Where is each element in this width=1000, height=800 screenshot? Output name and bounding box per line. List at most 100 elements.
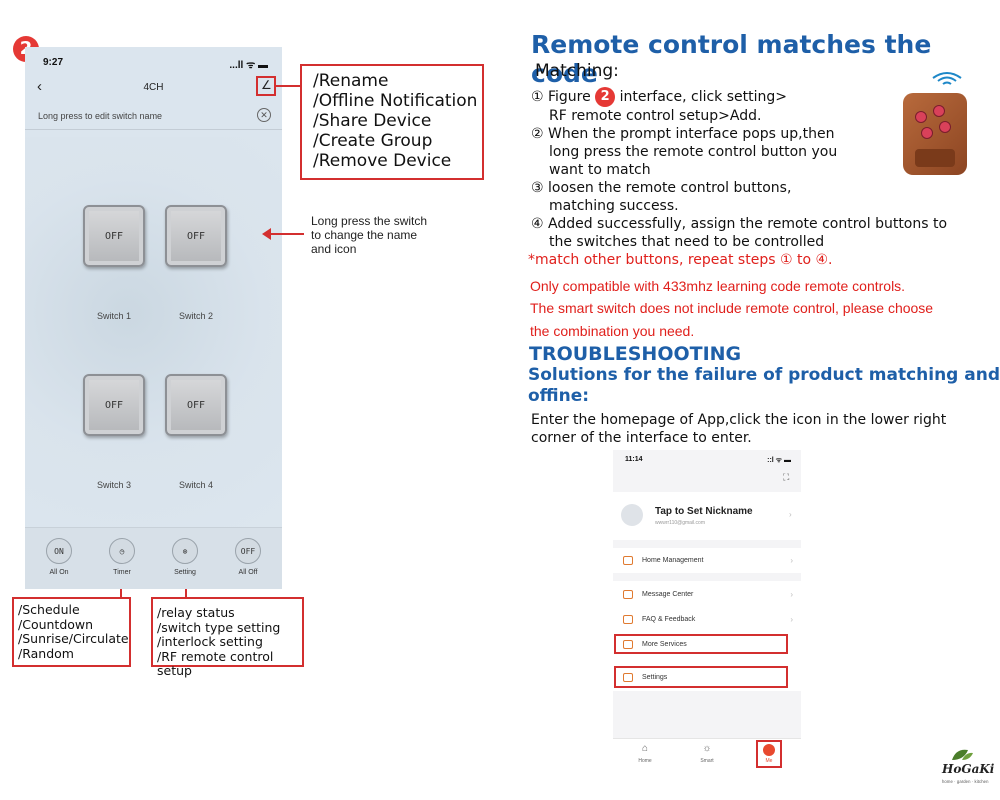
remote-button	[939, 121, 951, 133]
steps-block: ① Figure 2 interface, click setting> RF …	[531, 87, 861, 215]
remote-button	[921, 127, 933, 139]
step1-prefix: ① Figure	[531, 89, 591, 105]
switch-4-button[interactable]: OFF	[165, 374, 227, 436]
divider	[25, 129, 282, 130]
menu-message-center[interactable]: Message Center›	[613, 582, 801, 607]
message-icon	[623, 590, 633, 599]
long-press-note: Long press the switch to change the name…	[311, 214, 427, 256]
note-line-3: and icon	[311, 242, 357, 256]
home-icon	[623, 556, 633, 565]
smart-icon[interactable]: ☼	[702, 743, 712, 754]
switch-1-label: Switch 1	[96, 311, 131, 321]
step4-line2: the switches that need to be controlled	[549, 234, 825, 250]
remote-button	[933, 105, 945, 117]
setting-label: Setting	[174, 569, 196, 576]
switch-3-label: Switch 3	[96, 480, 131, 490]
item-label: Settings	[642, 674, 668, 681]
home-icon[interactable]: ⌂	[641, 743, 649, 754]
settings-icon	[623, 673, 633, 682]
menu-sunrise: /Sunrise/Circulate	[18, 631, 129, 646]
hint-text: Long press to edit switch name	[38, 111, 163, 121]
nickname: Tap to Set Nickname	[655, 506, 753, 517]
email: wwwrr110@gmail.com	[655, 520, 705, 526]
wifi-signal-icon	[930, 70, 964, 86]
enter-text-2: corner of the interface to enter.	[531, 430, 752, 446]
switch-3-button[interactable]: OFF	[83, 374, 145, 436]
leaf-icon	[950, 748, 974, 762]
item-label: FAQ & Feedback	[642, 616, 696, 623]
step3-line1: ③ loosen the remote control buttons,	[531, 180, 792, 196]
edit-icon[interactable]: ∠	[261, 78, 272, 92]
status-icons: ::l ᯤ ▬	[767, 457, 791, 464]
menu-rf-remote: /RF remote control setup	[157, 648, 274, 678]
solutions-heading-1: Solutions for the failure of product mat…	[528, 365, 1000, 385]
page-title: Remote control matches the code	[531, 30, 932, 88]
switch-2-label: Switch 2	[178, 311, 213, 321]
me-icon[interactable]	[763, 744, 775, 756]
menu-settings[interactable]: Settings	[613, 665, 801, 690]
menu-countdown: /Countdown	[18, 616, 94, 632]
menu-home-management[interactable]: Home Management›	[613, 548, 801, 573]
menu-create-group: /Create Group	[313, 131, 433, 151]
status-bar: 9:27 ...ll ᯤ ▬	[43, 57, 268, 71]
menu-random: /Random	[18, 645, 74, 661]
setting-connector	[185, 589, 187, 601]
phone-screen-4ch: 9:27 ...ll ᯤ ▬ ‹ 4CH ∠ Long press to edi…	[25, 47, 282, 589]
remote-control-image	[903, 93, 967, 175]
status-icons: ...ll ᯤ ▬	[229, 60, 268, 71]
enter-text-1: Enter the homepage of App,click the icon…	[531, 412, 947, 428]
step4-line1: ④ Added successfully, assign the remote …	[531, 216, 948, 232]
close-icon[interactable]: ✕	[257, 108, 271, 122]
brand-logo: HoGaKi home · garden · kitchen	[940, 748, 995, 790]
more-services-highlight	[614, 634, 788, 654]
switch-1-button[interactable]: OFF	[83, 205, 145, 267]
no-remote-note-2: the combination you need.	[530, 323, 695, 339]
compat-note: Only compatible with 433mhz learning cod…	[530, 278, 906, 294]
timer-icon[interactable]: ◷	[109, 538, 135, 564]
settings-highlight	[614, 666, 788, 688]
step3-line2: matching success.	[549, 198, 679, 214]
all-on-label: All On	[49, 569, 69, 576]
remote-grip	[915, 149, 955, 167]
timer-connector	[120, 589, 122, 601]
me-tab-highlight	[756, 740, 782, 768]
step1-suffix: interface, click setting>	[619, 89, 787, 105]
step2-line3: want to match	[549, 162, 651, 178]
menu-interlock: /interlock setting	[157, 634, 263, 649]
note-line-1: Long press the switch	[311, 214, 428, 228]
connector-line	[276, 85, 301, 87]
chevron-right-icon: ›	[790, 556, 793, 565]
matching-subtitle: Matching:	[535, 61, 619, 81]
phone-screen-me: 11:14 ::l ᯤ ▬ ⛶ Tap to Set Nickname wwwr…	[613, 450, 801, 772]
page-title: 4CH	[143, 82, 164, 93]
logo-text: HoGaKi	[942, 762, 995, 776]
switch-2-button[interactable]: OFF	[165, 205, 227, 267]
all-off-label: All Off	[238, 569, 258, 576]
solutions-heading-2: offine:	[528, 386, 590, 406]
item-label: Message Center	[642, 591, 694, 598]
no-remote-note-1: The smart switch does not include remote…	[530, 300, 934, 316]
profile-card[interactable]: Tap to Set Nickname wwwrr110@gmail.com ›	[613, 492, 801, 540]
step1-badge: 2	[595, 87, 616, 107]
bookmark-icon	[623, 640, 633, 649]
item-label: More Services	[642, 641, 687, 648]
setting-icon[interactable]: ⊗	[172, 538, 198, 564]
all-on-button[interactable]: ON	[46, 538, 72, 564]
step2-line2: long press the remote control button you	[549, 144, 838, 160]
all-off-button[interactable]: OFF	[235, 538, 261, 564]
setting-menu-callout: /relay status /switch type setting /inte…	[151, 597, 304, 678]
logo-subtitle: home · garden · kitchen	[942, 779, 989, 784]
chevron-right-icon: ›	[790, 615, 793, 624]
menu-more-services[interactable]: More Services	[613, 632, 801, 657]
menu-faq-feedback[interactable]: FAQ & Feedback ›	[613, 607, 801, 632]
note-line-2: to change the name	[311, 228, 418, 242]
timer-label: Timer	[113, 569, 131, 576]
timer-menu-callout: /Schedule /Countdown /Sunrise/Circulate …	[12, 597, 131, 667]
back-icon[interactable]: ‹	[37, 78, 42, 95]
scan-icon[interactable]: ⛶	[783, 472, 790, 482]
chevron-right-icon: ›	[789, 510, 792, 519]
background-image	[25, 137, 282, 577]
menu-relay-status: /relay status	[157, 605, 235, 620]
arrow-left-icon	[262, 228, 271, 240]
step1-line2: RF remote control setup>Add.	[549, 108, 762, 124]
